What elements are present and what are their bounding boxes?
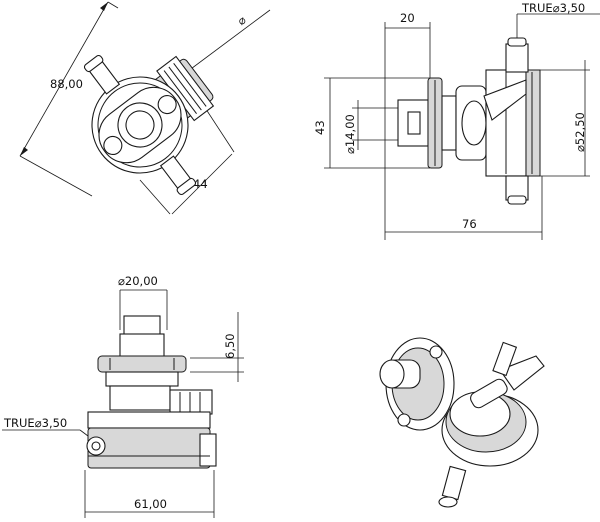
dim-true-dia-bottom: TRUE⌀3,50 xyxy=(2,416,97,443)
dim-outer-dia-52: ⌀52,50 xyxy=(540,60,590,177)
view-bottom-left: ⌀20,00 6,50 TRUE⌀3,50 61,00 xyxy=(2,274,244,518)
pump-body-front xyxy=(86,315,217,469)
label-diameter: ⌀ xyxy=(235,13,249,28)
dim-width-44: 44 xyxy=(139,99,235,215)
label-true-dia-bottom: TRUE⌀3,50 xyxy=(3,416,67,430)
label-43: 43 xyxy=(313,120,327,135)
dim-true-dia-top: TRUE⌀3,50 xyxy=(516,1,600,40)
label-dia-20: ⌀20,00 xyxy=(118,274,158,288)
dim-height-6-50: 6,50 xyxy=(190,312,244,382)
dim-inner-dia-14: ⌀14,00 xyxy=(343,100,405,154)
label-76: 76 xyxy=(462,217,477,231)
label-61: 61,00 xyxy=(134,497,167,511)
dim-height-43: 43 xyxy=(313,77,430,169)
dim-length-88: 88,00 xyxy=(19,1,119,197)
view-top-right: 20 TRUE⌀3,50 43 ⌀14,00 ⌀52,50 xyxy=(313,1,600,240)
label-dia-14: ⌀14,00 xyxy=(343,114,357,154)
label-20: 20 xyxy=(400,11,415,25)
pump-body-side xyxy=(397,37,541,205)
view-top-left: 88,00 ⌀ 44 xyxy=(19,1,271,215)
dim-width-20: 20 xyxy=(384,11,431,240)
dim-width-61: 61,00 xyxy=(84,470,215,518)
pump-body-rotated xyxy=(83,54,215,196)
dim-length-76: 76 xyxy=(385,176,543,240)
label-6-50: 6,50 xyxy=(223,333,237,359)
view-isometric xyxy=(379,337,545,508)
dim-dia-20: ⌀20,00 xyxy=(118,274,168,330)
label-44: 44 xyxy=(193,177,208,191)
label-dia-52: ⌀52,50 xyxy=(573,112,587,152)
label-88: 88,00 xyxy=(50,77,83,91)
label-true-dia-top: TRUE⌀3,50 xyxy=(521,1,585,15)
